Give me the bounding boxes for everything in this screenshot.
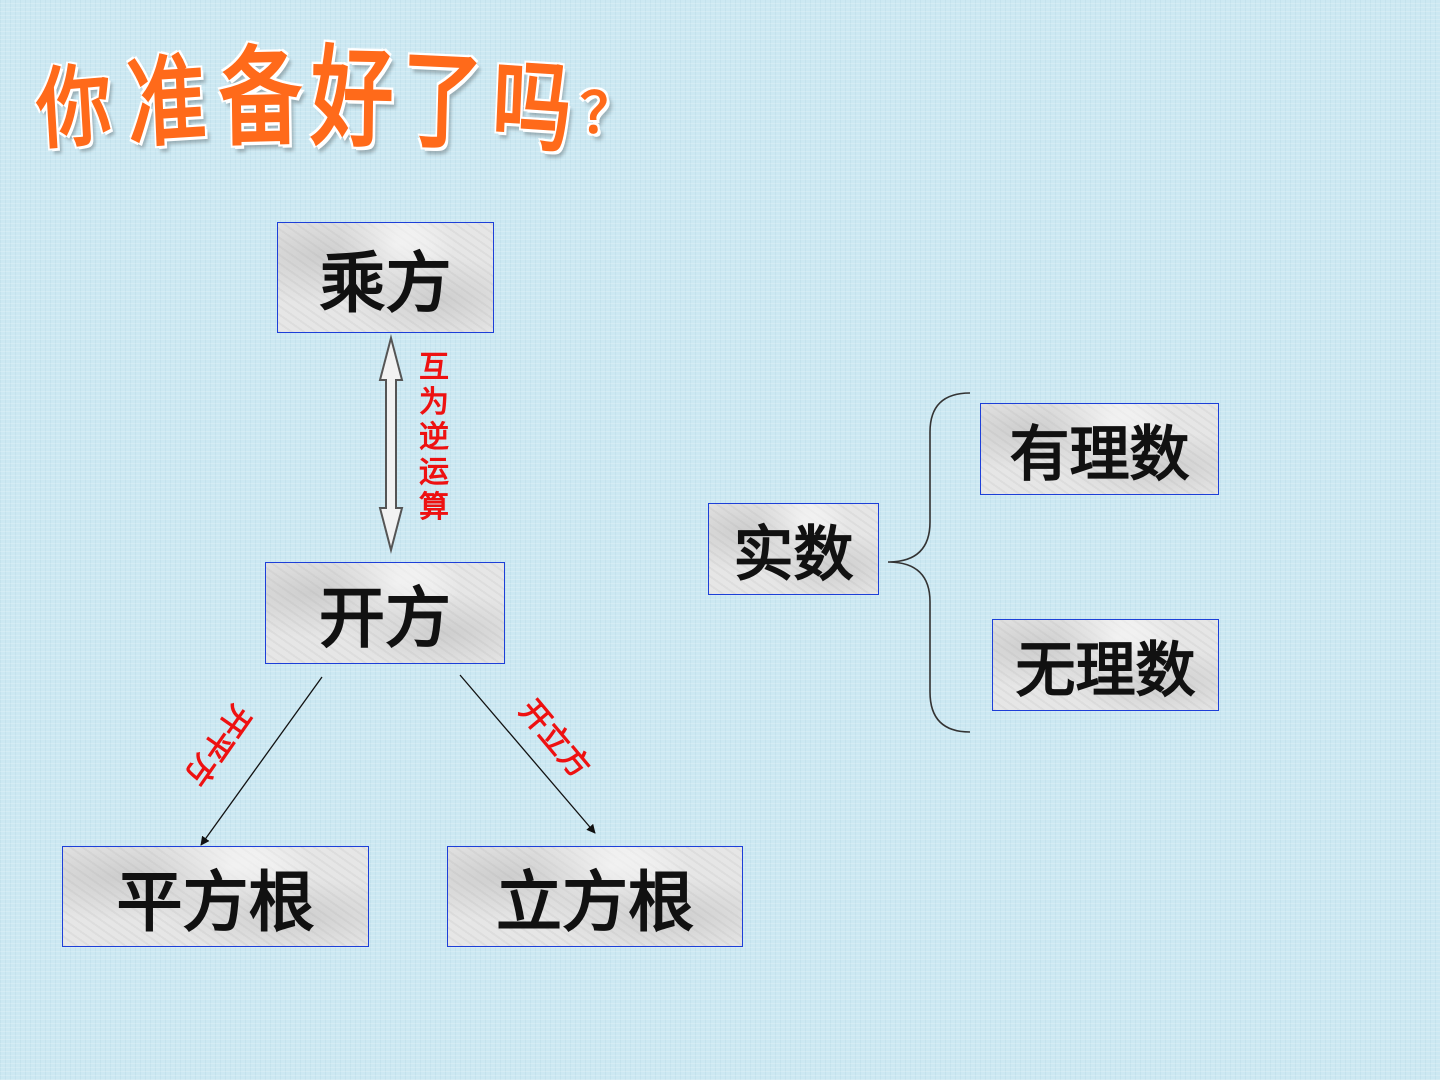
label-huwei-niyunsuan: 互 为 逆 运 算: [414, 350, 454, 525]
label-char: 互: [419, 350, 449, 385]
box-pingfanggen-label: 平方根: [116, 863, 315, 941]
box-chengfang: 乘方: [277, 222, 494, 333]
box-kaifang-label: 开方: [319, 580, 451, 657]
box-wulishu-label: 无理数: [1015, 635, 1196, 706]
box-pingfanggen: 平方根: [62, 846, 369, 947]
arrow-to-lifanggen: [459, 674, 596, 834]
arrow-to-pingfanggen: [200, 676, 323, 846]
box-wulishu: 无理数: [992, 619, 1219, 711]
page-title: 你准备好了吗？: [34, 28, 636, 167]
double-arrow: [378, 334, 404, 554]
box-shishu: 实数: [708, 503, 879, 595]
label-char: 逆: [419, 420, 449, 455]
box-shishu-label: 实数: [733, 519, 854, 590]
box-youlishu-label: 有理数: [1009, 419, 1190, 490]
box-lifanggen: 立方根: [447, 846, 743, 947]
label-char: 运: [419, 455, 449, 490]
box-kaifang: 开方: [265, 562, 505, 664]
box-youlishu: 有理数: [980, 403, 1219, 495]
box-lifanggen-label: 立方根: [496, 863, 694, 941]
label-char: 算: [419, 490, 449, 525]
title-char: ？: [580, 82, 636, 147]
label-char: 为: [419, 385, 449, 420]
curly-brace: [887, 392, 971, 733]
box-chengfang-label: 乘方: [319, 244, 452, 322]
